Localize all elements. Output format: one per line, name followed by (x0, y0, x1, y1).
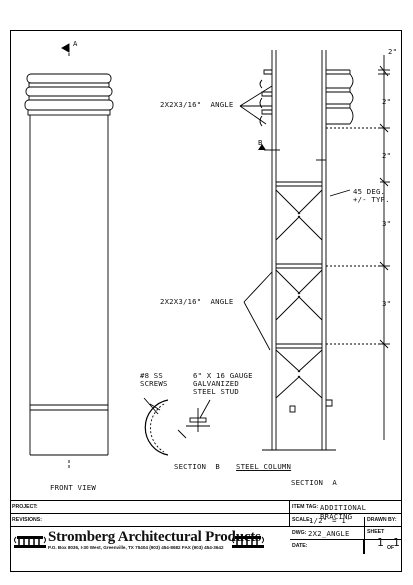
dimension-lines (326, 55, 390, 440)
front-view-column (24, 48, 114, 468)
angle-callout-top: 2X2X3/16" ANGLE (160, 100, 234, 109)
angle-callout-bottom: 2X2X3/16" ANGLE (160, 297, 234, 306)
leader-lines (239, 85, 351, 351)
dwg-label: DWG: (292, 530, 307, 536)
project-label: PROJECT: (12, 504, 38, 510)
project-row: PROJECT: (10, 501, 290, 514)
screws-callout: #8 SS SCREWS (140, 371, 168, 388)
drawn-by-label: DRAWN BY: (364, 517, 397, 527)
angle-degree-callout: 45 DEG. +/- TYP. (353, 187, 390, 204)
dwg-value: 2X2_ANGLE (308, 529, 350, 538)
section-a-arrow (61, 43, 70, 53)
drawing-sheet-border (10, 30, 402, 572)
section-a-label: SECTION A (291, 478, 337, 487)
section-a-column (259, 50, 354, 451)
of-value: 1 (393, 536, 400, 549)
dimension-label-3: 2" (382, 151, 392, 160)
sheet-box: SHEET 1 OF 1 (364, 527, 402, 554)
front-view-label: FRONT VIEW (50, 483, 96, 492)
section-cut-a-label: A (73, 39, 78, 48)
sheet-value: 1 (377, 536, 384, 549)
of-label: OF (387, 545, 395, 551)
date-row: DATE: (290, 540, 364, 554)
company-address: P.O. Box 8036, I-30 West, Greenville, TX… (48, 545, 224, 550)
company-block: Stromberg Architectural Products P.O. Bo… (0, 527, 270, 572)
dimension-label-4: 3" (382, 219, 392, 228)
steel-stud-callout: 6" X 16 GAUGE GALVANIZED STEEL STUD (193, 371, 253, 396)
sheet-label: SHEET (367, 529, 385, 535)
revisions-label: REVISIONS: (12, 517, 42, 523)
item-tag-row: ITEM TAG: ADDITIONAL BRACING (290, 501, 402, 521)
date-label: DATE: (292, 543, 308, 549)
company-name: Stromberg Architectural Products (48, 529, 261, 545)
item-tag-label: ITEM TAG: (292, 504, 319, 510)
dimension-label-2: 2" (382, 97, 392, 106)
dimension-label-5: 3" (382, 299, 392, 308)
section-b-label: SECTION B (174, 462, 220, 471)
revisions-row: REVISIONS: (10, 514, 290, 527)
title-block: PROJECT: REVISIONS: ITEM TAG: ADDITIONAL… (10, 500, 402, 572)
column-capital-logo-left (14, 536, 46, 548)
section-b-arrow (258, 144, 266, 150)
dwg-row: DWG: 2X2_ANGLE (290, 527, 402, 540)
section-cut-b-label: B (258, 138, 263, 147)
steel-column-label: STEEL COLUMN (236, 462, 292, 471)
item-tag-value: ADDITIONAL BRACING (320, 503, 367, 521)
dimension-label-1: 2" (388, 47, 398, 56)
scale-value: 1/2" = 1' (309, 516, 351, 525)
column-capital-logo-right (232, 536, 264, 548)
scale-label: SCALE: (292, 517, 312, 523)
section-b-detail (143, 397, 211, 456)
scale-row: SCALE: 1/2" = 1' DRAWN BY: (290, 514, 402, 527)
